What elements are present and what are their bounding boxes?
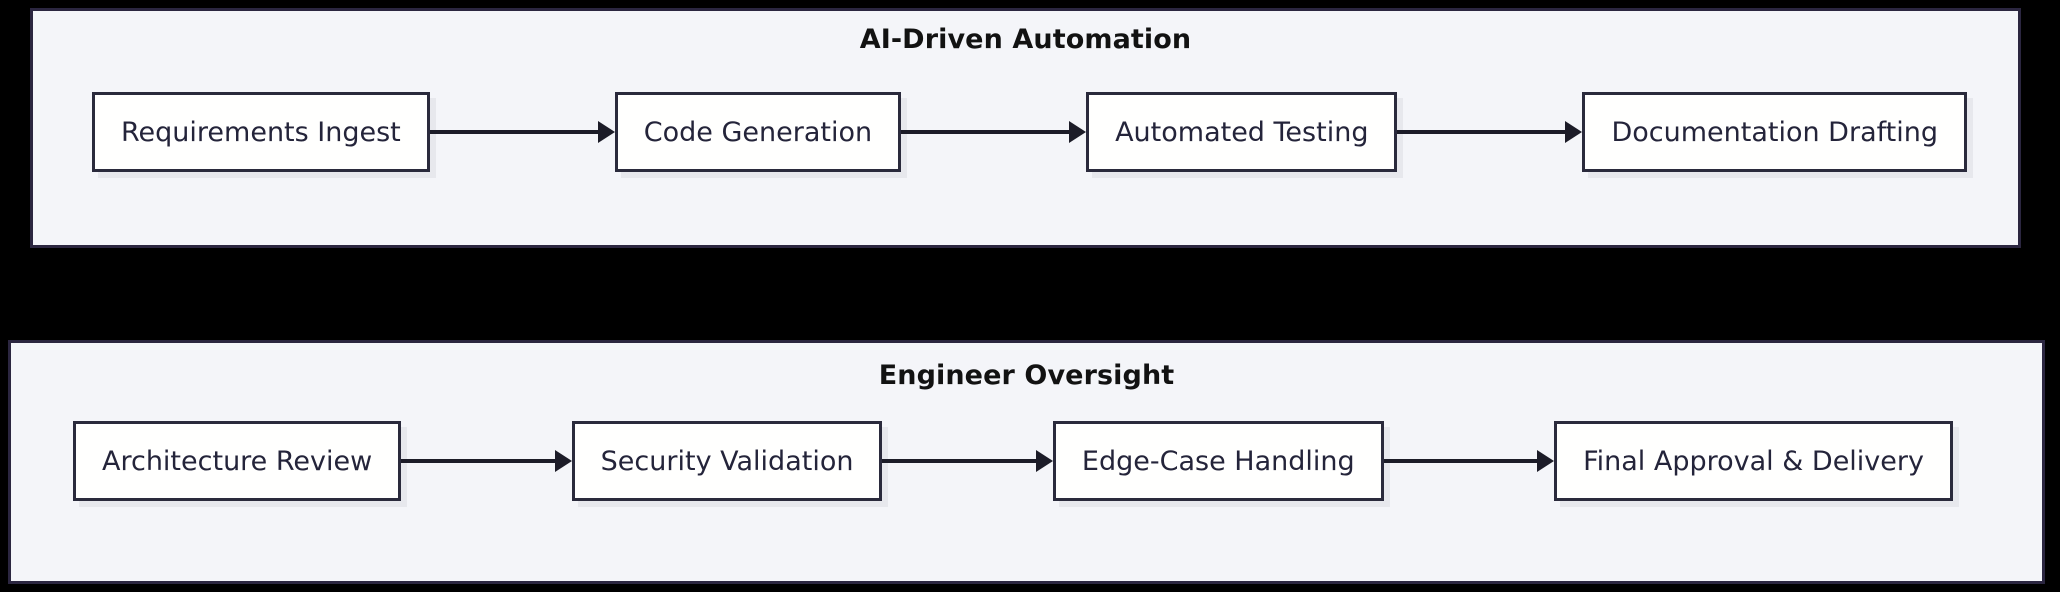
flow-row-ai-driven-automation: Requirements Ingest Code Generation Auto…: [92, 89, 1967, 175]
edge-requirements-ingest-to-code-generation: [429, 92, 615, 172]
arrowhead-icon: [1035, 450, 1053, 472]
arrowhead-icon: [1565, 121, 1583, 143]
edge-edge-case-handling-to-final-approval-delivery: [1383, 421, 1555, 501]
subgraph-engineer-oversight: Engineer Oversight Architecture Review S…: [8, 340, 2045, 584]
node-architecture-review[interactable]: Architecture Review: [73, 421, 402, 501]
edge-line: [882, 459, 1040, 463]
node-code-generation[interactable]: Code Generation: [614, 92, 902, 172]
node-label-automated-testing: Automated Testing: [1115, 116, 1369, 148]
subgraph-title-engineer-oversight: Engineer Oversight: [878, 360, 1175, 391]
node-edge-case-handling[interactable]: Edge-Case Handling: [1052, 421, 1384, 501]
edge-line: [1397, 130, 1570, 134]
node-label-code-generation: Code Generation: [643, 116, 873, 148]
node-final-approval-delivery[interactable]: Final Approval & Delivery: [1554, 421, 1953, 501]
edge-architecture-review-to-security-validation: [401, 421, 572, 501]
edge-line: [901, 130, 1074, 134]
flow-row-engineer-oversight: Architecture Review Security Validation …: [73, 418, 1953, 504]
node-label-final-approval-delivery: Final Approval & Delivery: [1583, 445, 1924, 477]
node-label-security-validation: Security Validation: [600, 445, 854, 477]
edge-line: [1383, 459, 1542, 463]
node-requirements-ingest[interactable]: Requirements Ingest: [92, 92, 430, 172]
node-label-documentation-drafting: Documentation Drafting: [1611, 116, 1938, 148]
edge-code-generation-to-automated-testing: [901, 92, 1087, 172]
edge-line: [429, 130, 602, 134]
node-automated-testing[interactable]: Automated Testing: [1086, 92, 1398, 172]
node-documentation-drafting[interactable]: Documentation Drafting: [1582, 92, 1967, 172]
node-security-validation[interactable]: Security Validation: [571, 421, 883, 501]
arrowhead-icon: [1537, 450, 1555, 472]
edge-line: [401, 459, 559, 463]
edge-automated-testing-to-documentation-drafting: [1397, 92, 1583, 172]
node-label-edge-case-handling: Edge-Case Handling: [1081, 445, 1355, 477]
arrowhead-icon: [554, 450, 572, 472]
node-label-requirements-ingest: Requirements Ingest: [121, 116, 401, 148]
arrowhead-icon: [1069, 121, 1087, 143]
edge-security-validation-to-edge-case-handling: [882, 421, 1053, 501]
node-label-architecture-review: Architecture Review: [102, 445, 373, 477]
arrowhead-icon: [597, 121, 615, 143]
subgraph-ai-driven-automation: AI-Driven Automation Requirements Ingest…: [30, 8, 2021, 248]
subgraph-title-ai-driven-automation: AI-Driven Automation: [859, 24, 1192, 55]
